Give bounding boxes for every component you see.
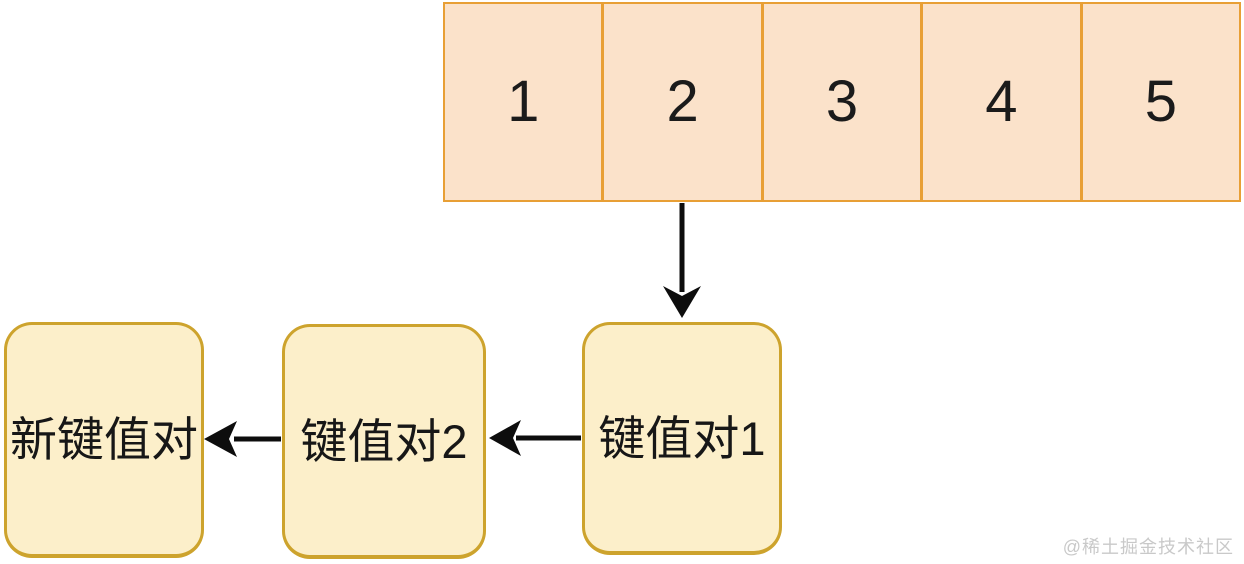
array-cell-1: 1 bbox=[443, 2, 604, 202]
bucket-array: 1 2 3 4 5 bbox=[443, 2, 1242, 202]
array-cell-label: 3 bbox=[825, 69, 859, 134]
node-key-value-pair-2: 键值对2 bbox=[282, 324, 486, 559]
node-key-value-pair-1: 键值对1 bbox=[582, 322, 782, 555]
node-new-key-value-pair: 新键值对 bbox=[4, 322, 204, 558]
array-cell-2: 2 bbox=[602, 2, 763, 202]
array-cell-5: 5 bbox=[1080, 2, 1242, 202]
array-cell-label: 2 bbox=[666, 69, 699, 134]
node-label: 键值对1 bbox=[598, 411, 766, 465]
array-cell-3: 3 bbox=[761, 2, 923, 202]
watermark: @稀土掘金技术社区 bbox=[1062, 537, 1234, 557]
array-cell-4: 4 bbox=[921, 2, 1082, 202]
array-cell-label: 4 bbox=[985, 69, 1018, 134]
arrow-pair2-to-newpair bbox=[204, 421, 281, 457]
node-label: 键值对2 bbox=[300, 414, 468, 468]
node-label: 新键值对 bbox=[10, 413, 198, 466]
arrow-bucket2-to-pair1 bbox=[663, 203, 701, 318]
array-cell-label: 1 bbox=[507, 69, 540, 134]
array-cell-label: 5 bbox=[1144, 69, 1177, 134]
arrow-pair1-to-pair2 bbox=[489, 420, 581, 456]
